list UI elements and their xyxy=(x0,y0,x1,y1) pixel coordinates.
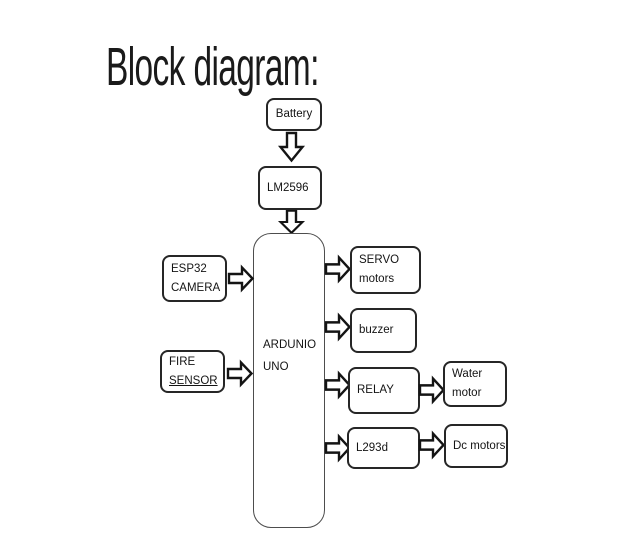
servo-label-line1: SERVO xyxy=(359,254,400,266)
dc-motors-block: Dc motors xyxy=(444,424,508,468)
esp32-label-line2: CAMERA xyxy=(171,281,221,294)
arrow-fire-to-arduino xyxy=(226,359,254,388)
arrow-relay-to-water xyxy=(418,375,446,405)
arrow-l293d-to-dcmotors xyxy=(418,430,446,460)
fire-label-line2: SENSOR xyxy=(169,374,218,387)
buzzer-label: buzzer xyxy=(359,324,394,336)
arrow-arduino-to-servo xyxy=(324,254,352,284)
arduino-block: ARDUNIO UNO xyxy=(253,233,325,528)
relay-label: RELAY xyxy=(357,384,394,396)
arrow-arduino-to-relay xyxy=(324,370,352,400)
arduino-label-line1: ARDUNIO xyxy=(263,339,317,351)
buzzer-block: buzzer xyxy=(350,308,417,353)
water-label-line1: Water xyxy=(452,368,483,380)
l293d-block: L293d xyxy=(347,427,420,469)
arrow-arduino-to-buzzer xyxy=(324,312,352,342)
l293d-label: L293d xyxy=(356,441,388,454)
esp32-label-line1: ESP32 xyxy=(171,262,207,275)
esp32-camera-block: ESP32 CAMERA xyxy=(162,255,227,302)
servo-motors-block: SERVO motors xyxy=(350,246,421,294)
arrow-lm2596-to-arduino xyxy=(277,209,306,235)
servo-label-line2: motors xyxy=(359,273,395,285)
water-label-line2: motor xyxy=(452,387,482,399)
battery-block: Battery xyxy=(266,98,322,131)
lm2596-label: LM2596 xyxy=(267,181,309,194)
lm2596-block: LM2596 xyxy=(258,166,322,210)
arrow-esp32-to-arduino xyxy=(227,264,255,293)
battery-label: Battery xyxy=(275,108,313,120)
fire-label-line1: FIRE xyxy=(169,355,196,368)
relay-block: RELAY xyxy=(348,367,420,414)
water-motor-block: Water motor xyxy=(443,361,507,407)
arrow-battery-to-lm2596 xyxy=(277,131,306,163)
dc-motors-label: Dc motors xyxy=(453,439,506,452)
arduino-label-line2: UNO xyxy=(263,361,289,373)
page-title: Block diagram: xyxy=(106,37,319,97)
arrow-arduino-to-l293d xyxy=(324,433,352,463)
fire-sensor-block: FIRE SENSOR xyxy=(160,350,225,393)
